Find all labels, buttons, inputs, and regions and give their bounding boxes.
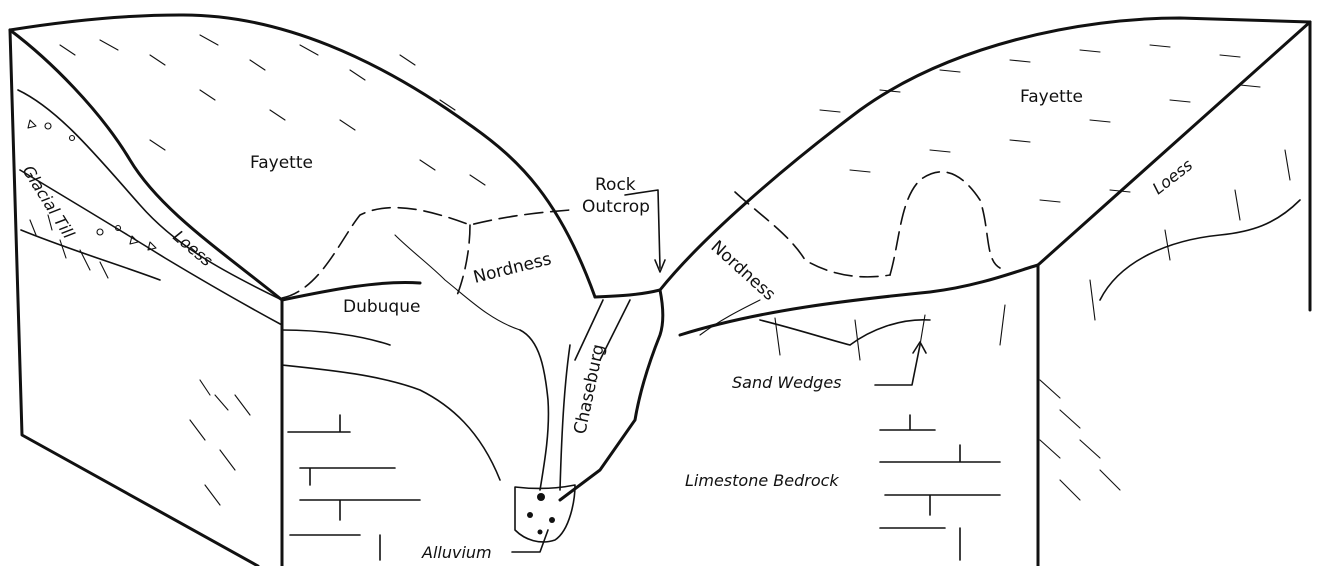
sand-wedges (775, 150, 1290, 360)
label-fayette-right: Fayette (1020, 87, 1083, 107)
block-outline (10, 15, 1310, 566)
front-cut-layers (282, 150, 1300, 560)
label-glacial-till: Glacial Till (19, 162, 79, 242)
label-limestone-bedrock: Limestone Bedrock (685, 471, 839, 490)
left-face-layers (18, 90, 282, 505)
label-loess-right: Loess (1149, 155, 1196, 198)
label-rock: Rock (595, 175, 636, 195)
valley-channel (395, 235, 760, 490)
label-fayette-left: Fayette (250, 153, 313, 173)
alluvium-deposit (515, 485, 575, 542)
surface-hachures (60, 35, 1260, 202)
soil-boundaries (282, 172, 1000, 300)
label-sand-wedges: Sand Wedges (732, 373, 842, 392)
label-dubuque: Dubuque (343, 297, 420, 317)
label-outcrop: Outcrop (582, 197, 650, 217)
label-alluvium: Alluvium (421, 543, 492, 562)
label-loess-left: Loess (169, 227, 216, 271)
label-nordness-left: Nordness (471, 249, 553, 288)
labels: Fayette Fayette Dubuque Nordness Nordnes… (19, 87, 1196, 562)
label-nordness-right: Nordness (707, 237, 780, 305)
